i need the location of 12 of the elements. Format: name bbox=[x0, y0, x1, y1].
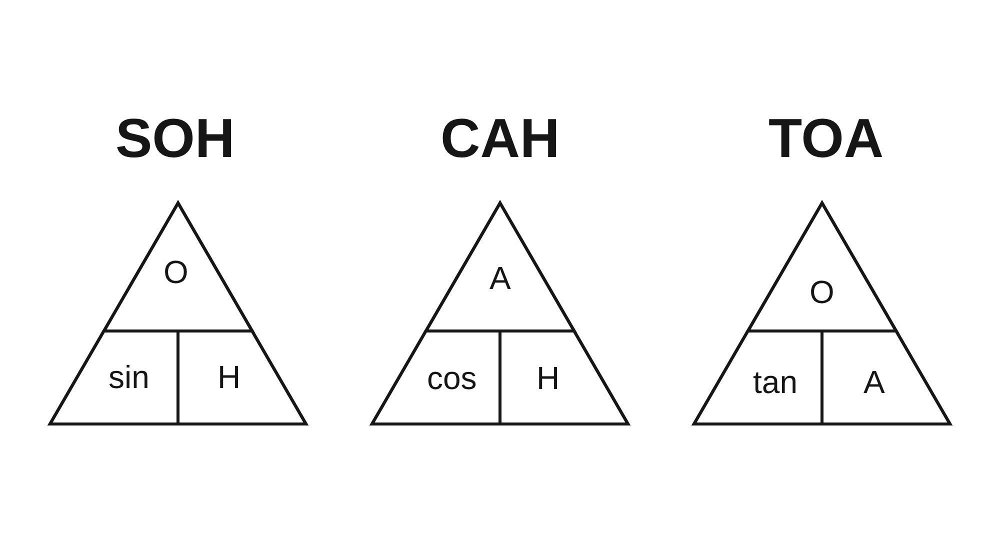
section-label: tan bbox=[753, 366, 798, 398]
section-label: A bbox=[864, 366, 885, 398]
mnemonic-heading: TOA bbox=[768, 111, 884, 166]
section-label: O bbox=[809, 276, 834, 308]
section-label: A bbox=[489, 262, 511, 294]
section-label: H bbox=[536, 362, 560, 394]
mnemonic-heading: SOH bbox=[116, 111, 235, 166]
mnemonic-heading: CAH bbox=[440, 111, 560, 166]
section-label: cos bbox=[427, 362, 477, 394]
section-label: O bbox=[163, 256, 188, 288]
section-label: H bbox=[218, 360, 241, 393]
section-label: sin bbox=[108, 360, 150, 393]
